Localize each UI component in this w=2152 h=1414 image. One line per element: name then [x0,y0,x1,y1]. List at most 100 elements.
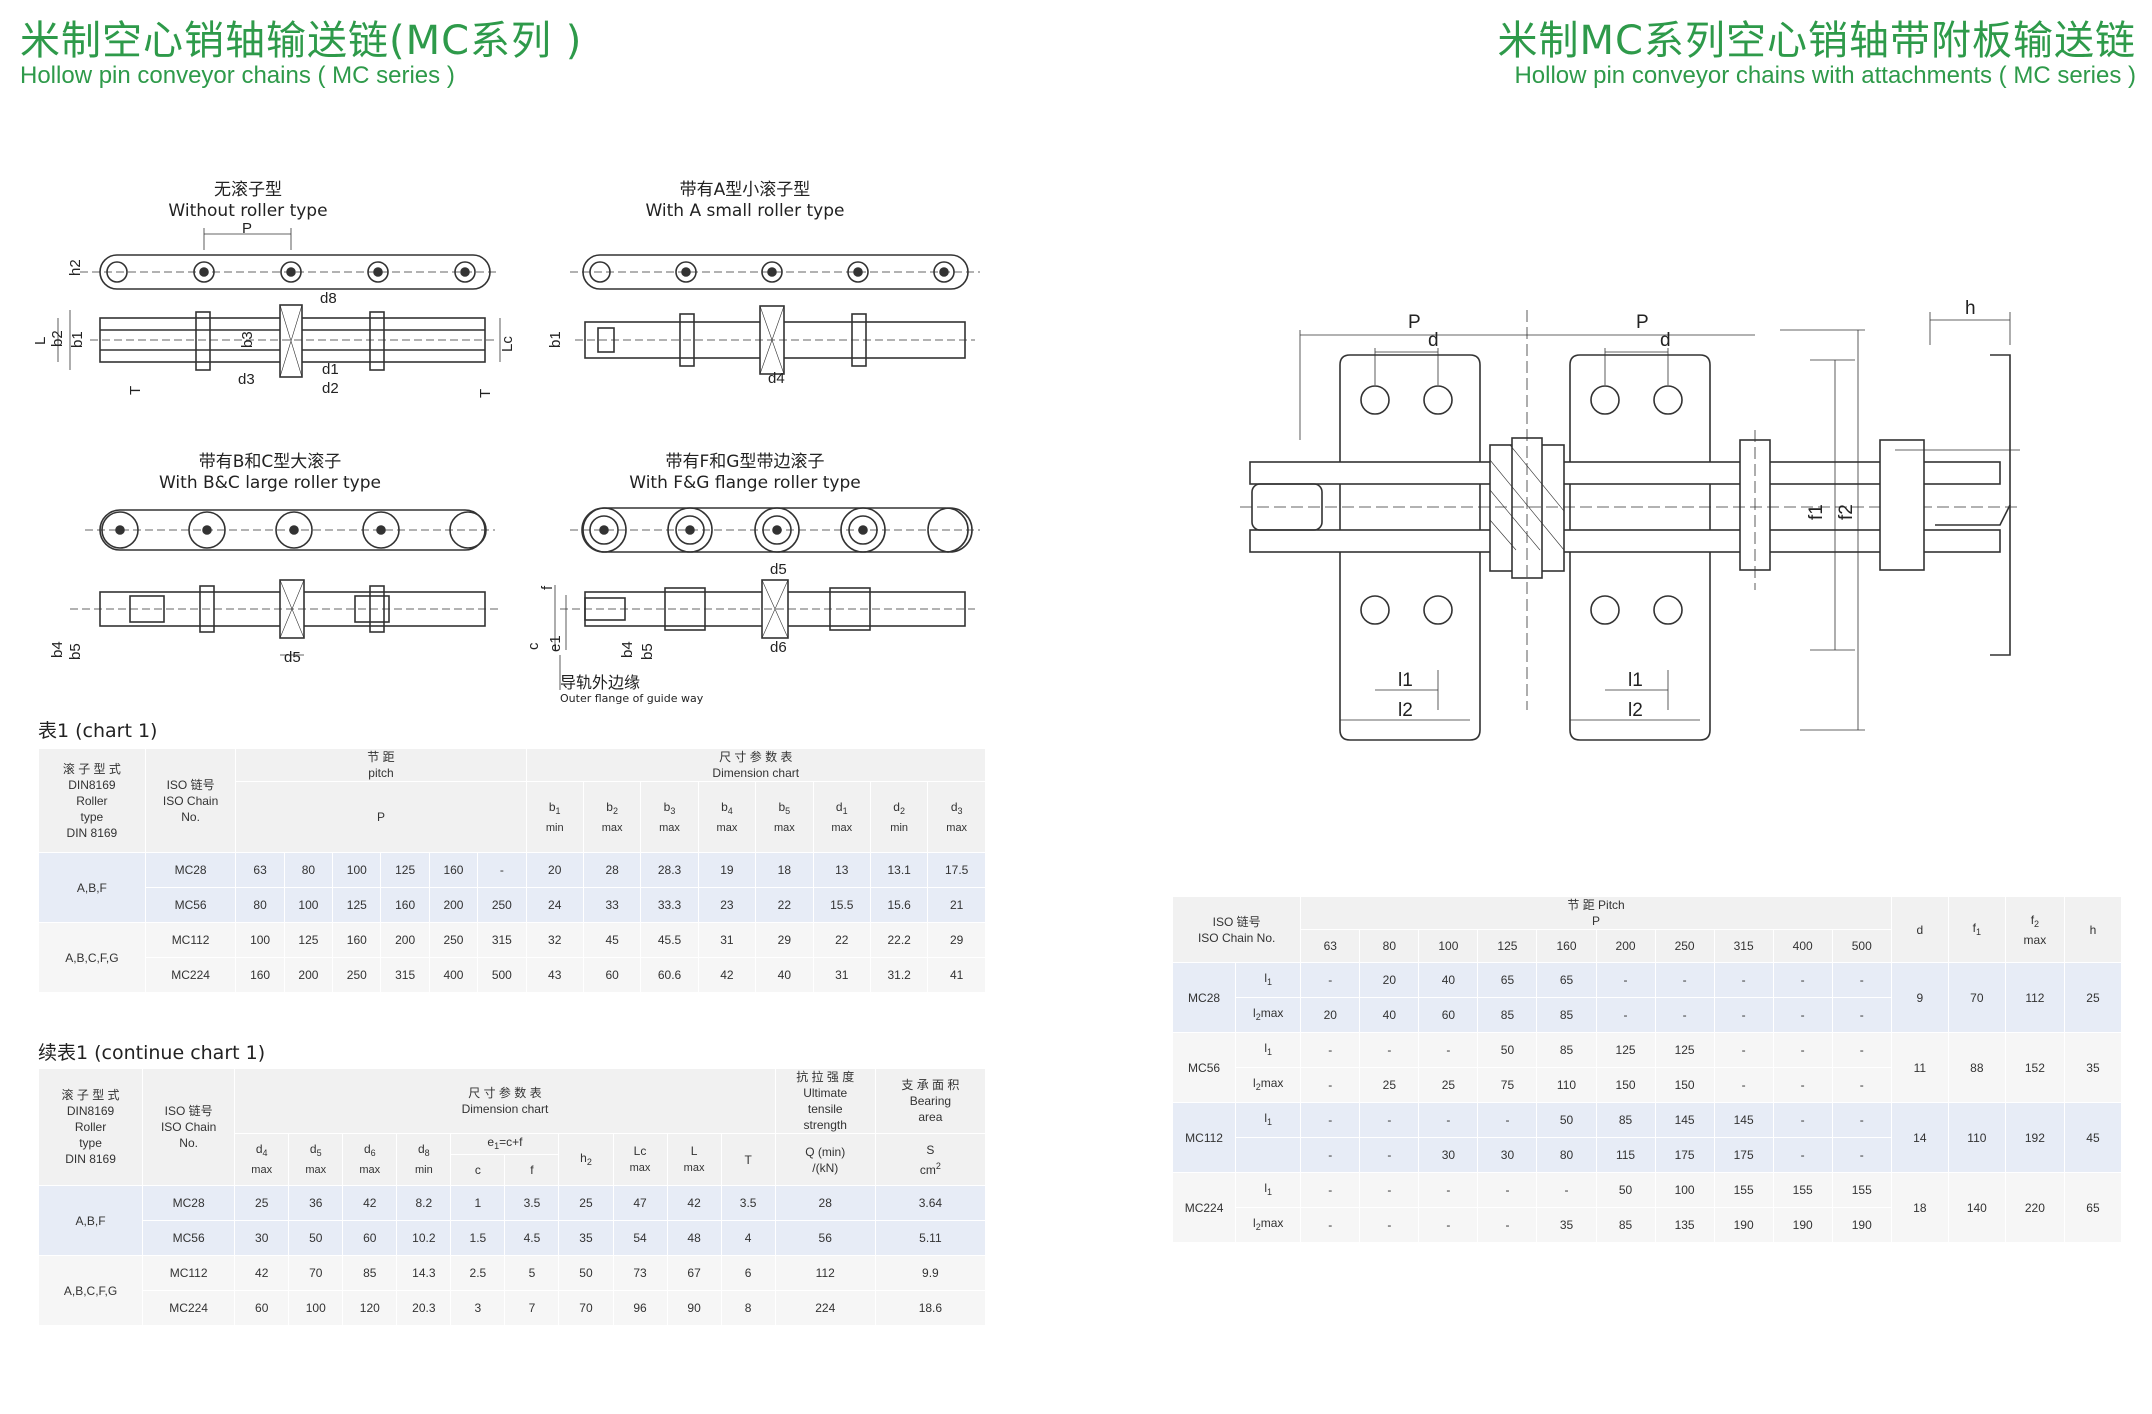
chain-without-roller-side [57,304,501,378]
chain-a-roller-top [570,254,980,290]
table-cell: 43 [525,957,584,993]
dim-label-b5: b5 [67,643,84,660]
table-cell: 25 [1359,1067,1420,1103]
table-cell: - [1300,1172,1361,1208]
f1-cell: 110 [1947,1102,2006,1173]
table-cell: 40 [755,957,814,993]
table-cell: 100 [235,922,285,958]
table-cell: - [1713,962,1774,998]
table-cell: - [1772,1032,1833,1068]
table-cell: 17.5 [927,852,986,888]
table-cell: - [1654,962,1715,998]
table-cell: 200 [380,922,430,958]
table-cell: 25 [558,1185,614,1221]
table-cell: 40 [1359,997,1420,1033]
table-cell: 30 [1418,1137,1479,1173]
table-cell: 20 [1359,962,1420,998]
table-cell: 250 [332,957,382,993]
dim-label-f1: f1 [1806,504,1827,520]
table-cell: 3.64 [874,1185,987,1221]
table-cell: 35 [558,1220,614,1256]
table-cell: 100 [1654,1172,1715,1208]
table-cell: 90 [666,1290,722,1326]
table-cell: - [1359,1032,1420,1068]
iso-cell: MC112 [142,1255,236,1291]
dim-label-d5-fg: d5 [770,561,787,578]
table-cell: 14.3 [396,1255,452,1291]
table-cell: 50 [288,1220,344,1256]
table-cell: - [1300,1137,1361,1173]
iso-cell: MC28 [144,852,237,888]
table-cell: 125 [1654,1032,1715,1068]
table-cell: 28 [582,852,642,888]
f1-cell: 88 [1947,1032,2006,1103]
table-cell: 22.2 [869,922,929,958]
l-label-cell: l2max [1235,997,1302,1033]
table-cell: 41 [927,957,986,993]
table-cell: - [1713,997,1774,1033]
table-cell: - [1477,1102,1538,1138]
d-cell: 14 [1890,1102,1949,1173]
table-cell: 13 [812,852,871,888]
table-cell: 1.5 [450,1220,506,1256]
dim-label-d-left: d [1428,330,1439,351]
table-cell: 29 [927,922,986,958]
header-pitch-value: 63 [1300,929,1361,963]
table-cell: 60 [1418,997,1479,1033]
table-cell: 30 [234,1220,290,1256]
guide-way-en: Outer flange of guide way [560,692,704,705]
header-pitch-value: 250 [1654,929,1715,963]
table-cell: - [1772,997,1833,1033]
dim-label-b4-fg: b4 [619,641,636,658]
table-cell: 18.6 [874,1290,987,1326]
f2-cell: 220 [2004,1172,2065,1243]
dim-label-d3: d3 [238,371,255,388]
table-cell: 5 [504,1255,560,1291]
table-cell: 60 [234,1290,290,1326]
table-cell: 48 [666,1220,722,1256]
h-cell: 25 [2063,962,2123,1033]
table-cell: 36 [288,1185,344,1221]
dim-label-h2: h2 [67,259,84,276]
table-cell: 3 [450,1290,506,1326]
table-cell: - [1359,1207,1420,1243]
table-cell: 42 [666,1185,722,1221]
dim-label-d4: d4 [768,370,785,387]
table-cell: - [1359,1172,1420,1208]
table-cell: - [1536,1172,1597,1208]
d-cell: 18 [1890,1172,1949,1243]
table-cell: 50 [1536,1102,1597,1138]
table-cell: 28 [774,1185,876,1221]
table-cell: 60 [582,957,642,993]
table1-caption: 表1 (chart 1) [38,720,158,742]
table-cell: 100 [283,887,334,923]
table-cell: 13.1 [869,852,929,888]
table-cell: 25 [234,1185,290,1221]
f2-cell: 192 [2004,1102,2065,1173]
roller-type-cell: A,B,F [37,1185,144,1256]
h-cell: 45 [2063,1102,2123,1173]
table-cell: 22 [812,922,871,958]
dim-label-b2: b2 [49,330,66,347]
chain-bc-roller-top [85,509,495,551]
table-cell: 70 [558,1290,614,1326]
table-cell: 150 [1654,1067,1715,1103]
dim-label-p-right: P [1636,312,1649,333]
table-cell: 50 [1477,1032,1538,1068]
l-label-cell: l1 [1235,962,1302,998]
header-e1: e1=c+f [450,1133,560,1155]
header-pitch-value: 400 [1772,929,1833,963]
